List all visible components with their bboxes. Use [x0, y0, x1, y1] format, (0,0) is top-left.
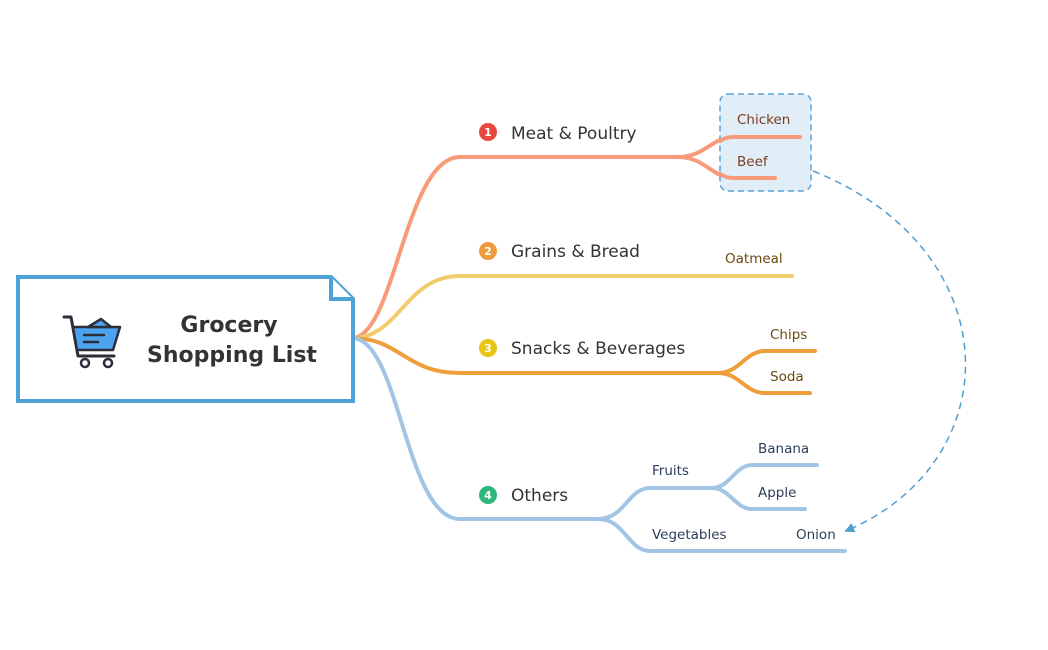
- leaf-chicken[interactable]: Chicken: [737, 112, 790, 128]
- group-vegetables[interactable]: Vegetables: [652, 527, 727, 543]
- leaf-chips[interactable]: Chips: [770, 327, 807, 343]
- branch-title-snacks: Snacks & Beverages: [511, 339, 685, 359]
- branch-title-others: Others: [511, 486, 568, 506]
- number-badge-4: [479, 486, 497, 504]
- root-title-line2: Shopping List: [147, 343, 317, 368]
- branch-line-grains: [350, 274, 794, 340]
- number-badge-3-label: 3: [484, 342, 492, 355]
- leaf-soda[interactable]: Soda: [770, 369, 804, 385]
- number-badge-4-label: 4: [484, 489, 492, 502]
- leaf-apple[interactable]: Apple: [758, 485, 796, 501]
- leaf-line-soda: [716, 371, 812, 395]
- relationship-connector[interactable]: [812, 170, 967, 533]
- leaf-oatmeal[interactable]: Oatmeal: [725, 251, 783, 267]
- leaf-line-beef-top: [718, 172, 777, 180]
- branch-topic-snacks[interactable]: 3 Snacks & Beverages: [479, 339, 685, 359]
- root-topic-fold: [329, 277, 353, 301]
- number-badge-1: [479, 123, 497, 141]
- number-badge-3: [479, 339, 497, 357]
- branch-line-snacks: [350, 336, 720, 375]
- number-badge-1-label: 1: [484, 126, 492, 139]
- number-badge-2: [479, 242, 497, 260]
- leaf-onion[interactable]: Onion: [796, 527, 836, 543]
- highlight-boundary[interactable]: [719, 93, 812, 192]
- group-line-fruits: [596, 486, 714, 521]
- branch-topic-others[interactable]: 4 Others: [479, 486, 568, 506]
- branch-topic-grains[interactable]: 2 Grains & Bread: [479, 242, 640, 262]
- branch-topic-meat[interactable]: 1 Meat & Poultry: [479, 123, 637, 144]
- leaf-line-chicken-top: [718, 135, 802, 143]
- leaf-line-apple: [710, 486, 807, 511]
- root-topic[interactable]: Grocery Shopping List: [16, 275, 355, 403]
- branch-title-grains: Grains & Bread: [511, 242, 640, 262]
- group-fruits[interactable]: Fruits: [652, 463, 689, 479]
- branch-title-meat: Meat & Poultry: [511, 124, 637, 144]
- leaf-beef[interactable]: Beef: [737, 154, 769, 170]
- root-title-line1: Grocery: [180, 313, 277, 338]
- root-topic-box: [16, 275, 355, 403]
- group-line-vegetables: [596, 517, 847, 553]
- leaf-banana[interactable]: Banana: [758, 441, 809, 457]
- branch-line-meat: [350, 155, 680, 340]
- number-badge-2-label: 2: [484, 245, 492, 258]
- branch-line-others: [350, 336, 600, 521]
- shopping-cart-icon: [62, 315, 122, 369]
